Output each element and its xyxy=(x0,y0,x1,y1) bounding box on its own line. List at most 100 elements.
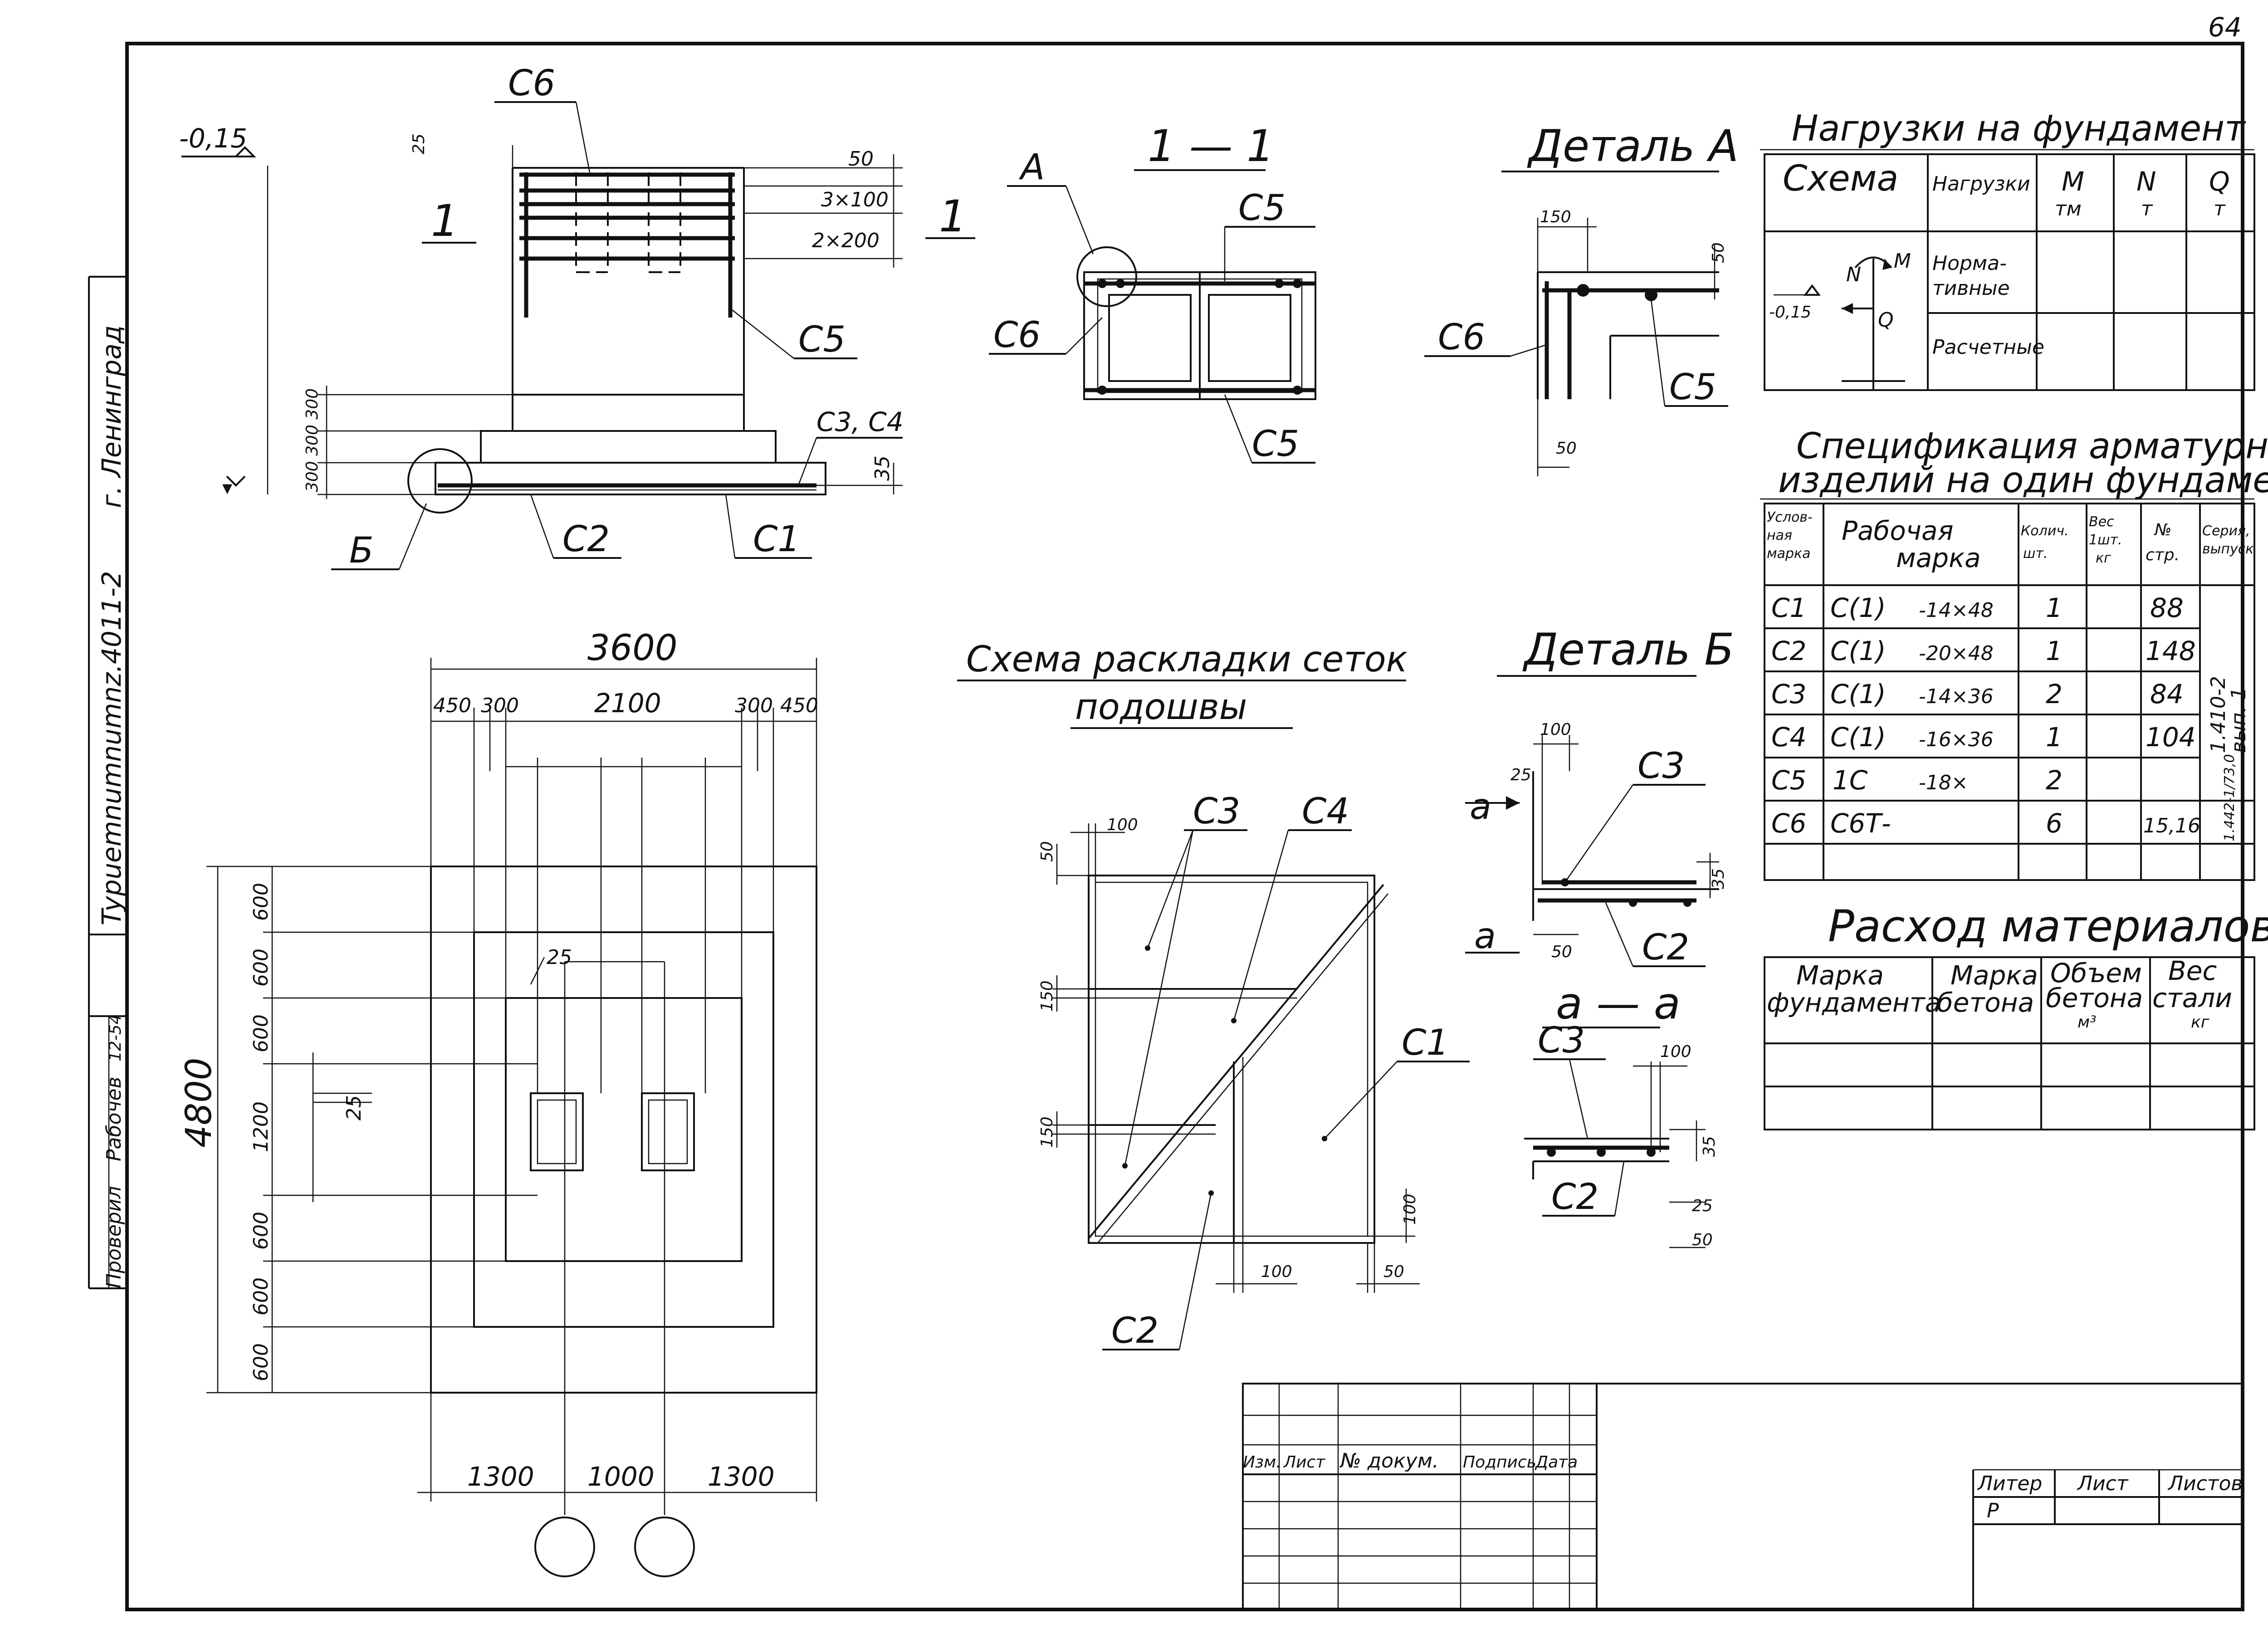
plan-dim-left-6: 600 xyxy=(249,1343,273,1381)
plan-dim-top-1: 300 xyxy=(481,694,519,717)
svg-text:88: 88 xyxy=(2150,592,2184,623)
materials-header-mark-2: фундамента xyxy=(1767,987,1941,1018)
materials-table: Расход материалов Марка фундамента Марка… xyxy=(1764,901,2268,1130)
materials-header-volume-2: бетона xyxy=(2046,983,2143,1013)
loads-header-loads: Нагрузки xyxy=(1932,172,2030,196)
plan-dim-top-0: 450 xyxy=(433,694,471,717)
plan-dim-top-2: 2100 xyxy=(594,688,661,719)
section1-label-c2: С2 xyxy=(562,519,610,560)
spec-row: С5 1С -18× 2 xyxy=(1771,765,2063,796)
detail-b-dim-50: 50 xyxy=(1551,943,1572,961)
detail-b-label-c3: С3 xyxy=(1637,746,1685,787)
loads-schema-m: M xyxy=(1894,249,1911,273)
section1-label-c3c4: С3, С4 xyxy=(816,406,904,437)
loads-header-m: M xyxy=(2062,166,2084,197)
detail-a-label-c5: С5 xyxy=(1669,367,1716,408)
spec-series-2: 1.442-1/73,0 xyxy=(2222,754,2238,841)
loads-unit-n: т xyxy=(2141,197,2153,220)
plan-dim-left-3: 1200 xyxy=(249,1101,273,1152)
axis-bubble-2 xyxy=(634,1516,695,1577)
layout-dim-100: 100 xyxy=(1107,816,1138,834)
section1-dim-35: 35 xyxy=(871,455,894,481)
spec-header-weight-1: Вес xyxy=(2089,514,2114,530)
plan-dim-bottom-2: 1300 xyxy=(708,1461,775,1492)
svg-text:С(1): С(1) xyxy=(1830,679,1886,709)
margin-city: г. Ленинград xyxy=(96,325,127,508)
svg-text:2: 2 xyxy=(2046,679,2063,709)
plan-dim-left-2: 600 xyxy=(249,1014,273,1052)
loads-row-design: Расчетные xyxy=(1932,336,2044,359)
layout-dim-50: 50 xyxy=(1038,841,1056,862)
spec-table: Спецификация арматурных изделий на один … xyxy=(1760,426,2268,881)
spec-header-weight-2: 1шт. xyxy=(2089,532,2122,548)
spec-header-page-1: № xyxy=(2154,521,2171,539)
layout-dim-150a: 150 xyxy=(1038,980,1056,1012)
svg-text:С1: С1 xyxy=(1771,592,1806,623)
view-1-1: 1 — 1 А С5 С6 С5 xyxy=(989,121,1316,465)
plan-dim-left-4: 600 xyxy=(249,1212,273,1250)
spec-row: С6 С6Т- 6 15,16 xyxy=(1771,808,2200,839)
detail-b-cut-bottom: а xyxy=(1474,916,1496,957)
layout-dim-100-right: 100 xyxy=(1401,1194,1419,1225)
svg-text:С6: С6 xyxy=(1771,808,1806,839)
view11-title: 1 — 1 xyxy=(1148,121,1274,171)
spec-header-page-2: стр. xyxy=(2146,546,2180,564)
section1-cut-right: 1 xyxy=(939,191,967,242)
plan-total-height: 4800 xyxy=(179,1057,220,1148)
svg-text:15,16: 15,16 xyxy=(2143,814,2200,837)
svg-text:1: 1 xyxy=(2046,636,2063,666)
materials-title: Расход материалов xyxy=(1828,901,2268,952)
svg-text:-14×36: -14×36 xyxy=(1919,685,1994,708)
loads-header-q: Q xyxy=(2209,166,2230,197)
loads-row-normative-2: тивные xyxy=(1932,277,2010,300)
svg-text:С3: С3 xyxy=(1771,679,1806,709)
title-block-sheet-header: Лист xyxy=(2077,1472,2129,1495)
plan-dim-top-4: 450 xyxy=(780,694,818,717)
svg-text:С2: С2 xyxy=(1771,636,1806,666)
plan-dim-left-5: 600 xyxy=(249,1277,273,1316)
svg-text:-20×48: -20×48 xyxy=(1919,642,1994,665)
spec-series-1b: вып. 1 xyxy=(2227,687,2250,753)
detail-a-dim-50-bottom: 50 xyxy=(1556,439,1577,458)
title-block-stage-value: Р xyxy=(1987,1499,1999,1522)
loads-header-schema: Схема xyxy=(1783,158,1898,199)
svg-text:1: 1 xyxy=(2046,722,2063,753)
spec-header-mark-1: Услов- xyxy=(1767,509,1813,525)
spec-header-work-1: Рабочая xyxy=(1842,515,1953,546)
spec-header-work-2: марка xyxy=(1896,543,1981,573)
margin-role-worker: Рабочев xyxy=(103,1076,126,1161)
detail-a-title: Деталь А xyxy=(1527,121,1739,171)
title-block-stage-header: Литер xyxy=(1977,1472,2042,1495)
layout-dim-100-bottom: 100 xyxy=(1261,1262,1292,1281)
materials-header-concrete-2: бетона xyxy=(1937,987,2034,1018)
loads-unit-m: тм xyxy=(2055,197,2082,220)
margin-stamp: 12-54 xyxy=(106,1014,125,1062)
title-block-sheets-header: Листов xyxy=(2167,1472,2243,1495)
title-block-col-date: Дата xyxy=(1535,1453,1578,1472)
section1-dim-50: 50 xyxy=(848,147,874,171)
sheet-number: 64 xyxy=(2208,12,2242,43)
mesh-layout-scheme: Схема раскладки сеток подошвы 100 50 150 xyxy=(957,639,1470,1351)
materials-header-steel-unit: кг xyxy=(2191,1013,2210,1032)
svg-text:1С: 1С xyxy=(1833,765,1868,796)
loads-table: Нагрузки на фундамент Схема Нагрузки M т… xyxy=(1760,108,2255,391)
title-block-col-signature: Подпись xyxy=(1463,1453,1536,1472)
detail-b: Деталь Б 100 25 35 50 а а С3 С2 xyxy=(1465,624,1734,968)
plan-dim-top-3: 300 xyxy=(735,694,773,717)
layout-dim-150b: 150 xyxy=(1038,1116,1056,1148)
view11-label-c5-top: С5 xyxy=(1238,188,1286,229)
materials-header-mark-1: Марка xyxy=(1796,960,1884,991)
section1-steps: 300 300 300 xyxy=(303,388,322,492)
section1-label-c5: С5 xyxy=(798,319,846,360)
svg-text:▾: ▾ xyxy=(222,476,232,499)
detail-b-dim-35: 35 xyxy=(1709,868,1728,889)
section1-dim-2x200: 2×200 xyxy=(812,229,880,252)
plan-dim-left-1: 600 xyxy=(249,949,273,987)
section-aa-dim-35: 35 xyxy=(1700,1136,1719,1157)
svg-text:6: 6 xyxy=(2046,808,2063,839)
view11-label-c5-bottom: С5 xyxy=(1252,424,1299,465)
svg-text:2: 2 xyxy=(2046,765,2063,796)
layout-label-c4: С4 xyxy=(1302,791,1349,832)
spec-series-1: 1.410-2 xyxy=(2207,676,2230,753)
